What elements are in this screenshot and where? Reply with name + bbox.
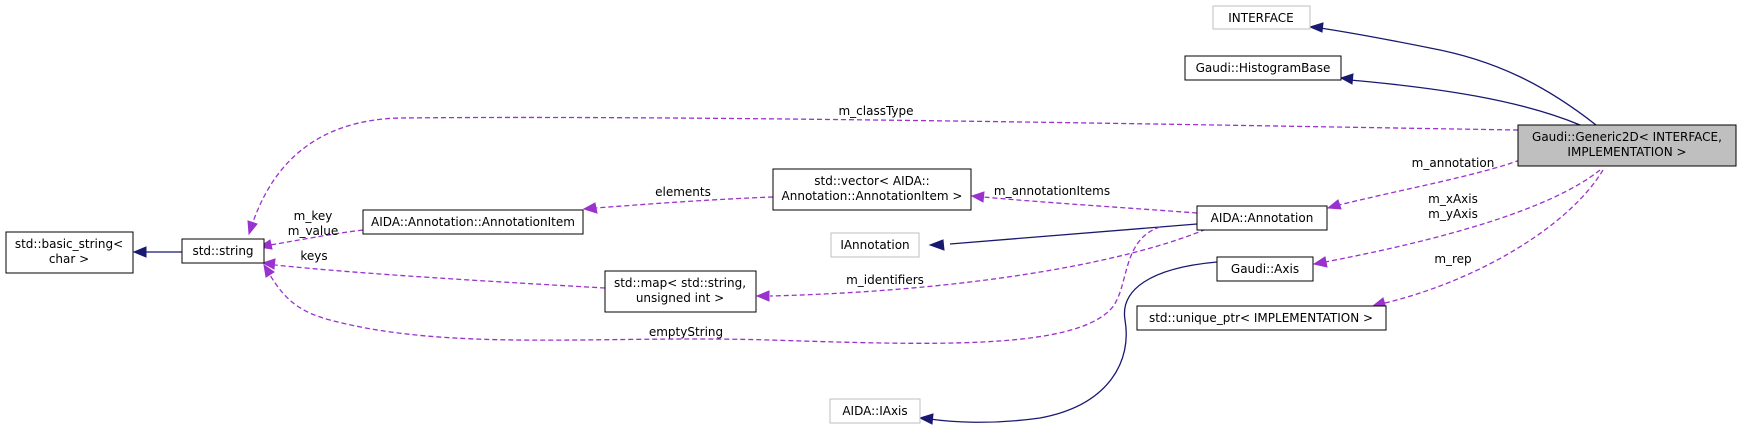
node-unique-ptr-label: std::unique_ptr< IMPLEMENTATION >: [1149, 311, 1373, 325]
node-map[interactable]: std::map< std::string, unsigned int >: [604, 270, 757, 313]
arrowhead-interface: [1308, 22, 1324, 33]
arrowhead-basicstring: [132, 246, 147, 258]
node-histogram-base-label: Gaudi::HistogramBase: [1196, 61, 1331, 75]
edge-classtype: [252, 116, 1519, 223]
node-std-string-label: std::string: [192, 244, 253, 258]
edge-axis-iaxis: [929, 261, 1218, 423]
edge-m-rep: [1384, 169, 1604, 304]
arrowhead-m-annotationitems: [970, 191, 985, 203]
node-annotation-item[interactable]: AIDA::Annotation::AnnotationItem: [362, 209, 584, 235]
edge-elements: [595, 196, 774, 209]
edge-m-annotationitems: [982, 196, 1198, 214]
node-iaxis-label: AIDA::IAxis: [842, 404, 907, 418]
node-generic2d-line1: Gaudi::Generic2D< INTERFACE,: [1532, 130, 1722, 144]
arrowhead-iaxis: [918, 413, 934, 425]
edge-annotation-iannotation: [949, 223, 1198, 245]
node-unique-ptr[interactable]: std::unique_ptr< IMPLEMENTATION >: [1136, 305, 1387, 331]
arrowhead-m-identifiers: [755, 290, 770, 302]
node-histogram-base[interactable]: Gaudi::HistogramBase: [1184, 55, 1342, 81]
node-map-line2: unsigned int >: [636, 291, 724, 305]
edge-key-value: [269, 229, 364, 246]
edge-xaxis-yaxis: [1324, 169, 1601, 263]
node-annotation-label: AIDA::Annotation: [1211, 211, 1314, 225]
edge-generic2d-histogrambase: [1349, 79, 1581, 126]
edge-label-m-classtype: m_classType: [838, 104, 913, 118]
edge-generic2d-interface: [1319, 27, 1597, 126]
node-basic-string-line2: char >: [49, 252, 89, 266]
node-generic2d[interactable]: Gaudi::Generic2D< INTERFACE, IMPLEMENTAT…: [1517, 124, 1737, 167]
arrowhead-keys: [261, 258, 276, 270]
node-iannotation-label: IAnnotation: [840, 238, 909, 252]
edge-label-m-annotation: m_annotation: [1412, 156, 1495, 170]
arrowhead-elements: [582, 202, 598, 214]
edge-label-m-identifiers: m_identifiers: [846, 273, 924, 287]
edge-label-m-xaxis: m_xAxis: [1428, 192, 1478, 206]
edge-label-m-annotationitems: m_annotationItems: [994, 184, 1110, 198]
node-basic-string[interactable]: std::basic_string< char >: [5, 231, 134, 274]
node-std-string[interactable]: std::string: [181, 238, 265, 264]
node-vector[interactable]: std::vector< AIDA:: Annotation::Annotati…: [772, 168, 972, 211]
edge-emptystring: [269, 226, 1161, 344]
node-vector-line1: std::vector< AIDA::: [814, 174, 929, 188]
edge-label-emptystring: emptyString: [649, 325, 723, 339]
edge-label-m-yaxis: m_yAxis: [1428, 207, 1478, 221]
node-axis-label: Gaudi::Axis: [1231, 262, 1299, 276]
edge-label-m-key: m_key: [294, 209, 333, 223]
node-interface-label: INTERFACE: [1228, 11, 1294, 25]
node-basic-string-line1: std::basic_string<: [15, 237, 123, 251]
arrowhead-emptystring: [263, 263, 275, 278]
edge-label-m-value: m_value: [288, 224, 338, 238]
arrowhead-iannotation: [928, 239, 945, 251]
edge-label-keys: keys: [300, 249, 327, 263]
node-iaxis[interactable]: AIDA::IAxis: [829, 398, 921, 424]
arrowhead-xaxis-yaxis: [1312, 256, 1328, 268]
node-interface[interactable]: INTERFACE: [1212, 5, 1311, 30]
edge-keys: [274, 264, 606, 289]
edge-m-annotation: [1338, 159, 1521, 206]
node-axis[interactable]: Gaudi::Axis: [1216, 256, 1314, 282]
arrowhead-classtype: [247, 220, 258, 236]
node-annotation-item-label: AIDA::Annotation::AnnotationItem: [371, 215, 575, 229]
node-vector-line2: Annotation::AnnotationItem >: [782, 189, 963, 203]
edge-label-elements: elements: [655, 185, 711, 199]
node-generic2d-line2: IMPLEMENTATION >: [1567, 145, 1686, 159]
edge-m-identifiers: [769, 225, 1214, 297]
arrowhead-histogrambase: [1339, 73, 1354, 85]
arrowhead-m-annotation: [1326, 199, 1342, 210]
node-annotation[interactable]: AIDA::Annotation: [1196, 205, 1328, 231]
node-map-line1: std::map< std::string,: [614, 276, 746, 290]
edge-label-m-rep: m_rep: [1434, 252, 1471, 266]
node-iannotation[interactable]: IAnnotation: [830, 232, 920, 258]
